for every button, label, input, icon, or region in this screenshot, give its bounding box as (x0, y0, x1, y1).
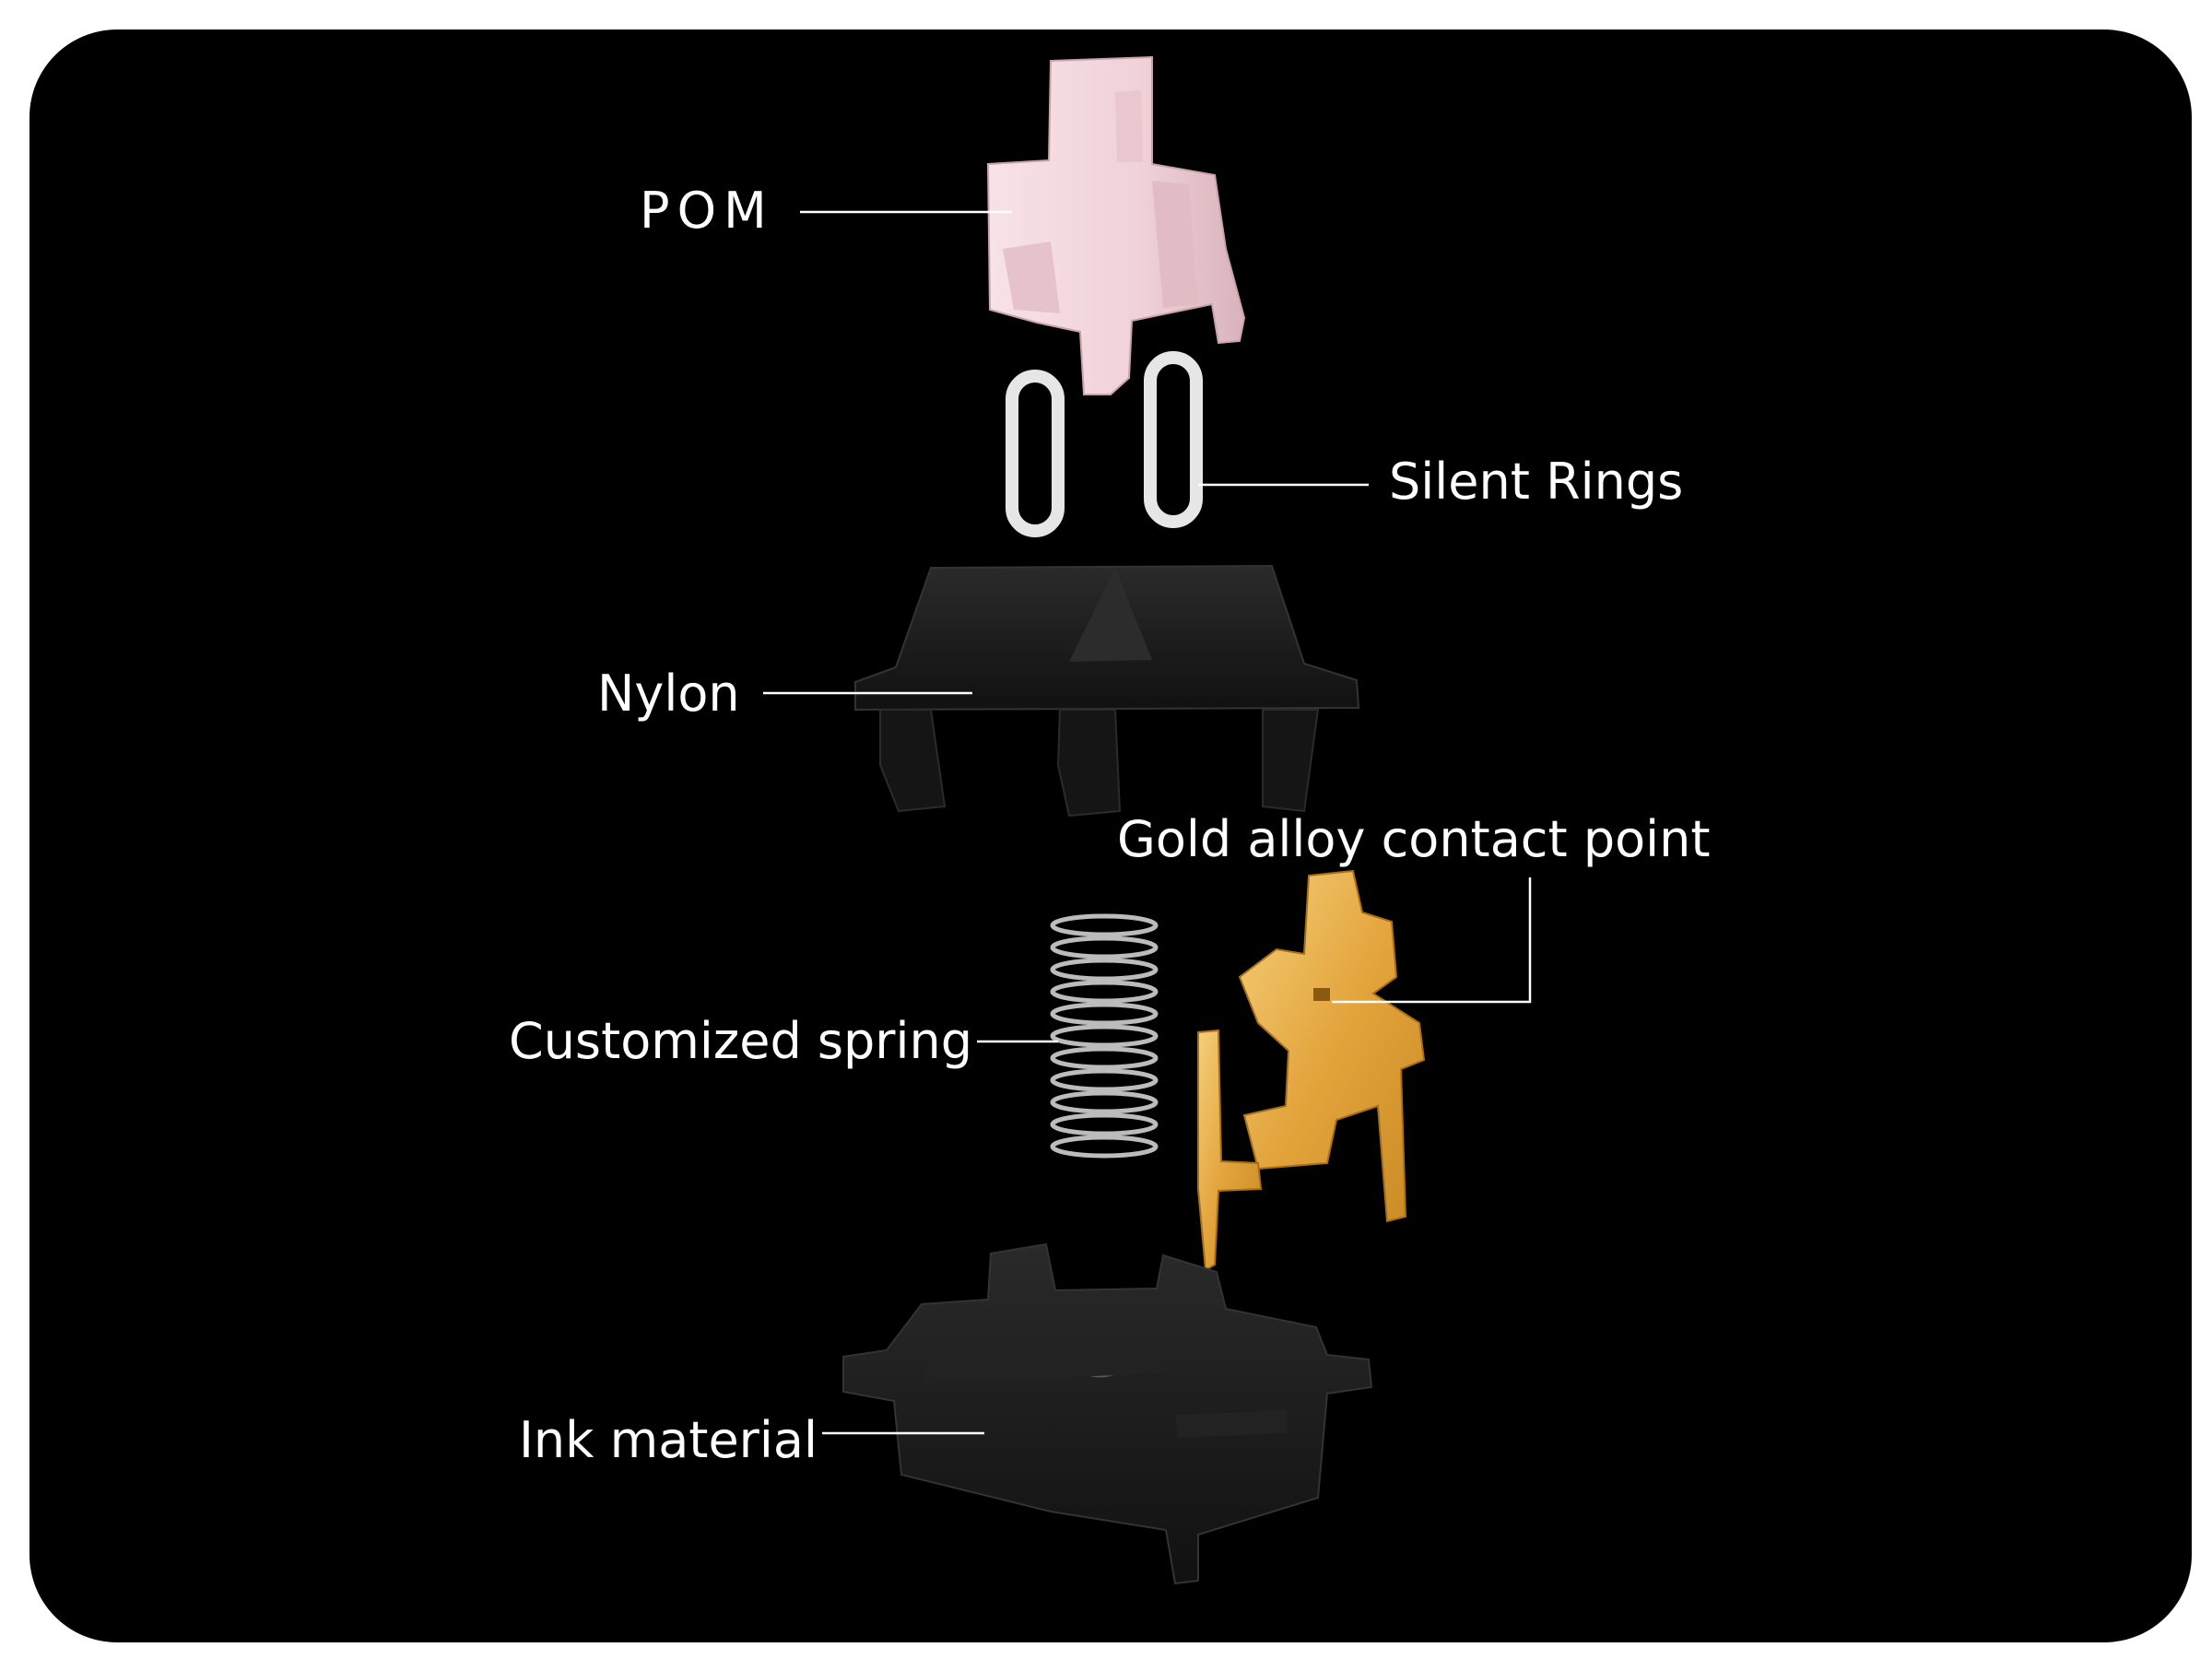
silent-rings (1006, 351, 1203, 537)
label-pom: POM (640, 182, 774, 240)
nylon-top-housing (854, 564, 1360, 818)
leader-lines (763, 210, 1532, 1435)
label-nylon: Nylon (597, 665, 740, 723)
ink-bottom-housing (842, 1242, 1373, 1585)
gold-contact-leaves (1197, 869, 1426, 1272)
label-ink: Ink material (519, 1411, 818, 1469)
label-spring: Customized spring (509, 1012, 973, 1070)
leader-line-gold-contact (1332, 877, 1532, 1004)
spring (1050, 913, 1159, 1159)
label-gold-contact: Gold alloy contact point (1117, 810, 1711, 868)
pom-stem (986, 55, 1246, 395)
label-silent-rings: Silent Rings (1389, 453, 1684, 511)
